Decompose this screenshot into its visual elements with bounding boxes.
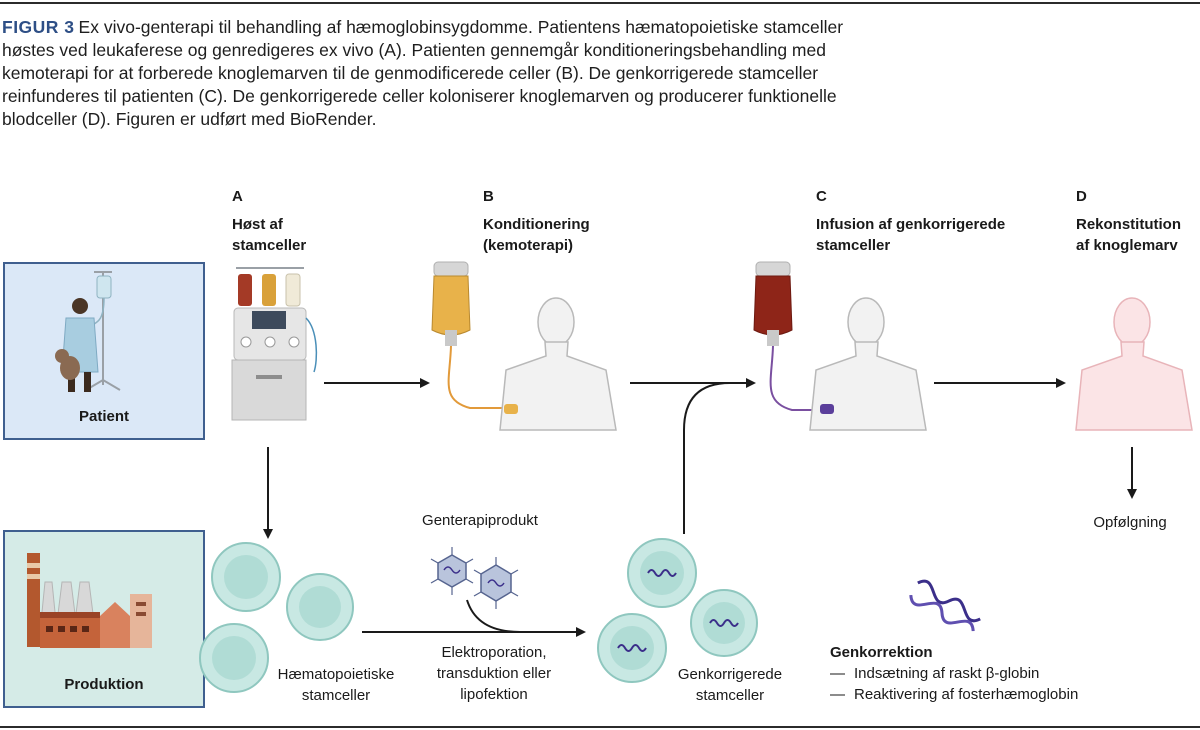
dna-icon [909,579,981,632]
virus-vector-icon [430,547,474,595]
patient-label: Patient [78,408,129,425]
bullet-dash: — [830,665,845,682]
human-silhouette-icon [499,297,617,431]
top-rule [0,2,1200,4]
stem-cell-icon [286,573,354,641]
human-silhouette-icon [809,297,927,431]
step-c-title: Infusion af genkorrigerede stamceller [816,214,1005,256]
method-label-line1: Elektroporation, [441,644,547,661]
stem-cell-icon [690,589,758,657]
step-b-title-line2: (kemoterapi) [483,237,574,254]
gene-correction-item-2-text: Reaktivering af fosterhæmoglobin [854,686,1079,703]
figure-label: FIGUR 3 [2,17,75,37]
virus-vector-icon [473,557,519,609]
step-a-title: Høst af stamceller [232,214,306,256]
hsc-label-line1: Hæmatopoietiske [277,666,395,683]
stem-cell-icon [211,542,281,612]
hsc-label: Hæmatopoietiske stamceller [256,664,416,706]
chemo-bag-icon [431,261,505,409]
bottom-rule [0,726,1200,728]
flow-arrows [263,378,1137,637]
production-label: Produktion [64,676,144,693]
step-a-title-line1: Høst af [232,216,283,233]
step-b-title-line1: Konditionering [483,216,590,233]
step-c-title-line1: Infusion af genkorrigerede [816,216,1006,233]
step-c-title-line2: stamceller [816,237,891,254]
stem-cell-icon [627,538,697,608]
step-d-title-line1: Rekonstitution [1076,216,1181,233]
method-label-line3: lipofektion [460,686,528,703]
method-label: Elektroporation, transduktion eller lipo… [412,642,576,705]
step-d-letter: D [1076,188,1087,205]
corrected-label-line1: Genkorrigerede [677,666,783,683]
factory-icon [27,553,152,648]
step-b-letter: B [483,188,494,205]
bullet-dash: — [830,686,845,703]
step-b-title: Konditionering (kemoterapi) [483,214,590,256]
corrected-label-line2: stamceller [695,687,765,704]
stem-cell-icon [199,623,269,693]
hsc-label-line2: stamceller [301,687,371,704]
step-d-title: Rekonstitution af knoglemarv [1076,214,1181,256]
caption-text: Ex vivo-genterapi til behandling af hæmo… [2,17,844,129]
step-c-letter: C [816,188,827,205]
gene-correction-item-1: — Indsætning af raskt β-globin [830,663,1170,684]
child-patient-icon [55,271,121,392]
blood-bag-icon [753,261,826,411]
gene-correction-block: Genkorrektion — Indsætning af raskt β-glo… [830,642,1170,705]
gene-correction-item-1-text: Indsætning af raskt β-globin [854,665,1040,682]
gene-correction-item-2: — Reaktivering af fosterhæmoglobin [830,684,1170,705]
human-silhouette-icon [1075,297,1193,431]
step-d-title-line2: af knoglemarv [1076,237,1178,254]
apheresis-machine-icon [231,267,318,421]
gene-correction-title: Genkorrektion [830,644,933,661]
corrected-label: Genkorrigerede stamceller [650,664,810,706]
followup-label: Opfølgning [1093,514,1167,531]
stem-cell-icon [597,613,667,683]
step-a-letter: A [232,188,243,205]
method-label-line2: transduktion eller [436,665,552,682]
step-a-title-line2: stamceller [232,237,307,254]
gene-product-label: Genterapiprodukt [422,512,538,529]
